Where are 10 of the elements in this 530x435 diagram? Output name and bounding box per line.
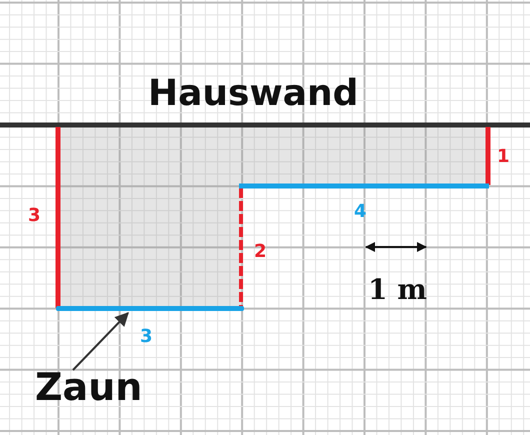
scale-label: 1 m: [368, 276, 427, 304]
fence-line: [56, 306, 244, 311]
length-number: 1: [497, 148, 510, 166]
wall-label: Hauswand: [148, 76, 358, 112]
length-number: 2: [254, 243, 267, 261]
fence-label: Zaun: [35, 368, 142, 406]
leader-line: [72, 312, 129, 371]
length-number: 3: [140, 328, 153, 346]
length-number: 3: [28, 207, 41, 225]
length-number: 4: [354, 203, 367, 221]
